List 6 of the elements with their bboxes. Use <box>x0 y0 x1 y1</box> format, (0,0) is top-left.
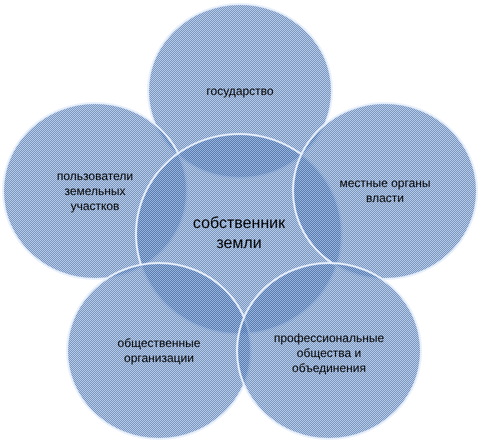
circle-label: пользователи земельных участков <box>56 168 134 214</box>
circle-label: профессиональные общества и объединения <box>273 330 385 376</box>
circle-label: общественные организации <box>116 336 202 366</box>
circle-label: местные органы власти <box>338 176 432 206</box>
circle-label: собственник земли <box>192 214 286 254</box>
circle-label: государство <box>206 84 274 98</box>
